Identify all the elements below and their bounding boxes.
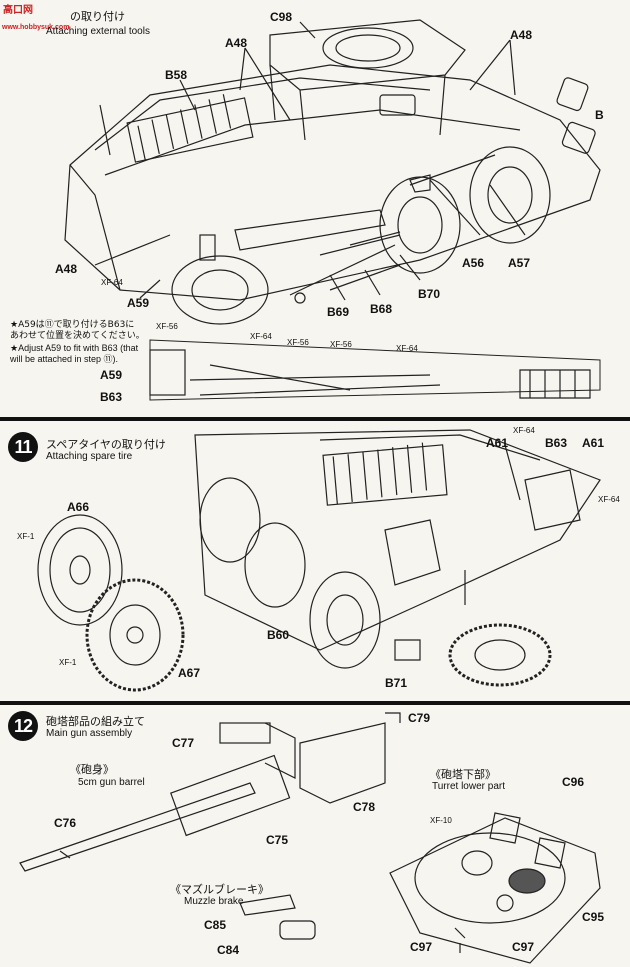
part-label: C75 xyxy=(266,833,289,847)
part-label: B63 xyxy=(100,390,123,404)
step-10-note-jp: ★A59は⑪で取り付けるB63に あわせて位置を決めてください。 xyxy=(10,320,145,341)
muzzle-heading-jp: 《マズルブレーキ》 xyxy=(170,883,269,896)
part-label: C97 xyxy=(410,940,433,954)
step-divider xyxy=(0,701,630,705)
step-11-title-en: Attaching spare tire xyxy=(46,451,133,462)
part-label: C77 xyxy=(172,736,195,750)
paint-code: XF-56 xyxy=(330,340,352,349)
part-label: C76 xyxy=(54,816,77,830)
part-label: A59 xyxy=(100,368,123,382)
part-label: A59 xyxy=(127,296,150,310)
part-label: B xyxy=(595,108,604,122)
step-12-panel: 12 砲塔部品の組み立て Main gun assembly C79 C77 C… xyxy=(0,703,630,967)
part-label: A61 xyxy=(486,436,509,450)
part-label: A66 xyxy=(67,500,90,514)
part-label: C85 xyxy=(204,918,227,932)
paint-code: XF-56 xyxy=(156,322,178,331)
barrel-heading-en: 5cm gun barrel xyxy=(78,777,145,788)
part-label: A56 xyxy=(462,256,485,270)
step-10-drawing xyxy=(64,19,601,401)
paint-code: XF-56 xyxy=(287,338,309,347)
part-label: A48 xyxy=(225,36,248,50)
watermark-logo: 高口网 xyxy=(3,5,33,16)
step-12-number: 12 xyxy=(8,711,38,741)
part-label: C78 xyxy=(353,800,376,814)
paint-code: XF-64 xyxy=(101,278,123,287)
muzzle-heading-en: Muzzle brake xyxy=(184,896,244,907)
step-12-drawing xyxy=(19,712,601,964)
part-label: B68 xyxy=(370,302,393,316)
step-12-title-jp: 砲塔部品の組み立て xyxy=(46,715,145,728)
part-label: A48 xyxy=(510,28,533,42)
paint-code: XF-64 xyxy=(396,344,418,353)
part-label: A57 xyxy=(508,256,531,270)
paint-code: XF-64 xyxy=(250,332,272,341)
part-label: C96 xyxy=(562,775,585,789)
part-label: B58 xyxy=(165,68,188,82)
paint-code: XF-1 xyxy=(17,532,35,541)
part-label: B70 xyxy=(418,287,441,301)
part-label: B60 xyxy=(267,628,290,642)
paint-code: XF-1 xyxy=(59,658,77,667)
part-label: C84 xyxy=(217,943,240,957)
part-label: A48 xyxy=(55,262,78,276)
part-label: C98 xyxy=(270,10,293,24)
barrel-heading-jp: 《砲身》 xyxy=(70,763,114,776)
turret-heading-en: Turret lower part xyxy=(432,781,505,792)
step-11-title-jp: スペアタイヤの取り付け xyxy=(46,438,166,451)
part-label: C79 xyxy=(408,711,431,725)
step-10-panel: 高口网 www.hobbysuk.com の取り付け Attaching ext… xyxy=(0,0,630,420)
paint-code: XF-64 xyxy=(598,495,620,504)
step-11-number: 11 xyxy=(8,432,38,462)
part-label: B63 xyxy=(545,436,568,450)
part-label: B69 xyxy=(327,305,350,319)
step-11-panel: 11 スペアタイヤの取り付け Attaching spare tire A61 … xyxy=(0,420,630,703)
part-label: A67 xyxy=(178,666,201,680)
step-10-title-en: Attaching external tools xyxy=(46,26,150,37)
step-10-title-jp: の取り付け xyxy=(70,10,125,23)
paint-code: XF-10 xyxy=(430,816,452,825)
part-label: A61 xyxy=(582,436,605,450)
paint-code: XF-64 xyxy=(513,426,535,435)
part-label: B71 xyxy=(385,676,408,690)
step-11-drawing xyxy=(37,429,601,692)
step-12-title-en: Main gun assembly xyxy=(46,728,133,739)
turret-heading-jp: 《砲塔下部》 xyxy=(430,768,496,781)
watermark-url: www.hobbysuk.com xyxy=(2,24,70,31)
step-10-note-en: ★Adjust A59 to fit with B63 (that will b… xyxy=(10,343,139,364)
part-label: C97 xyxy=(512,940,535,954)
part-label: C95 xyxy=(582,910,605,924)
step-divider xyxy=(0,417,630,421)
